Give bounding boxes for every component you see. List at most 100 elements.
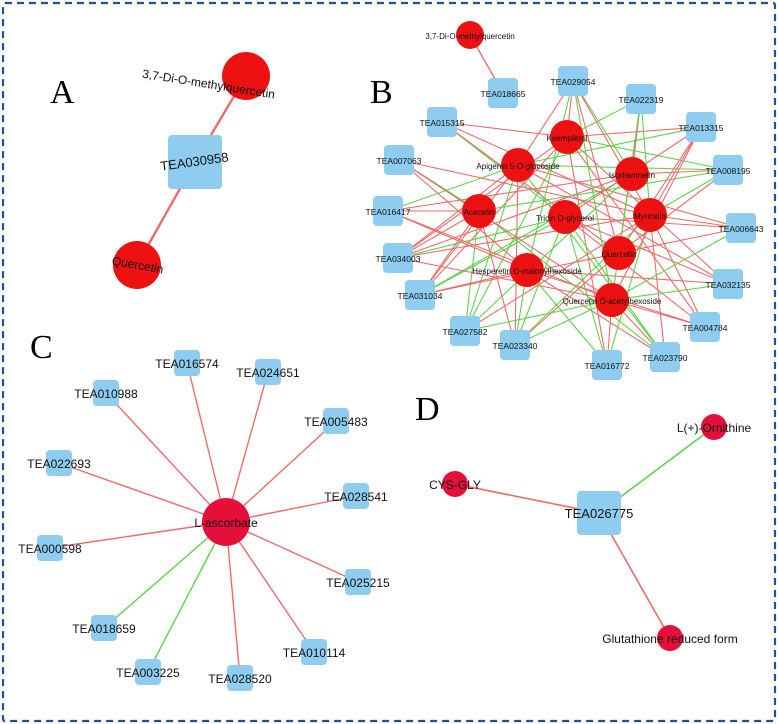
- panel-c-hub-label: L-ascorbate: [194, 516, 258, 530]
- panel-b-metabolite-label: Quercetin O-acetylhexoside: [563, 297, 662, 306]
- panel-b-edge: [397, 216, 566, 259]
- panel-c-hub-node: [202, 498, 250, 546]
- panel-b-gene-node: [592, 350, 622, 380]
- panel-c-gene-node: [255, 359, 281, 385]
- panel-c-gene-label: TEA025215: [326, 576, 390, 590]
- panel-b-metabolite-node: [510, 253, 544, 287]
- panel-c-gene-node: [323, 408, 349, 434]
- panel-b-gene-node: [373, 196, 403, 226]
- panel-b-gene-label: TEA023790: [643, 353, 688, 363]
- panel-c-edge: [103, 521, 227, 629]
- panel-b-edge: [566, 136, 729, 171]
- panel-b-edge: [572, 80, 651, 216]
- panel-c-gene-node: [301, 639, 327, 665]
- panel-b-edge: [514, 216, 566, 346]
- panel-c-edge: [225, 420, 337, 523]
- panel-b-gene-node: [713, 155, 743, 185]
- panel-c-gene-node: [93, 380, 119, 406]
- panel-b-edge: [640, 98, 651, 216]
- panel-b-edge: [397, 214, 651, 259]
- panel-c-gene-label: TEA028520: [208, 672, 272, 686]
- panel-b-metabolite-label: Quercetin: [602, 250, 637, 259]
- edge-layer: [49, 34, 742, 679]
- panel-b-metabolite-node: [462, 194, 496, 228]
- panel-b-edge: [387, 210, 613, 301]
- panel-b-gene-label: TEA034003: [376, 254, 421, 264]
- panel-b-gene-node: [558, 66, 588, 96]
- panel-c-gene-node: [174, 350, 200, 376]
- panel-b-edge: [514, 252, 620, 346]
- panel-b-edge: [566, 126, 702, 138]
- panel-b-metabolite-node: [602, 236, 636, 270]
- panel-b-gene-node: [488, 78, 518, 108]
- panel-b-gene-node: [713, 269, 743, 299]
- panel-c-edge: [147, 521, 227, 673]
- panel-b-edge: [441, 121, 620, 254]
- panel-b-gene-label: TEA015315: [420, 118, 465, 128]
- panel-b-gene-label: TEA013315: [679, 123, 724, 133]
- panel-b-gene-label: TEA023340: [493, 341, 538, 351]
- panel-c-gene-node: [91, 615, 117, 641]
- panel-letter-c: C: [30, 329, 53, 366]
- panel-c-gene-label: TEA028541: [324, 490, 388, 504]
- panel-c-gene-label: TEA024651: [236, 366, 300, 380]
- panel-b-edge: [526, 80, 574, 271]
- panel-b-metabolite-node: [595, 283, 629, 317]
- panel-b-gene-node: [427, 107, 457, 137]
- panel-d-metabolite-label: L(+)-Ornithine: [677, 421, 752, 435]
- panel-d-edge: [454, 483, 600, 514]
- panel-b-edge: [526, 269, 729, 285]
- panel-b-gene-label: TEA007063: [377, 156, 422, 166]
- panel-c-gene-node: [37, 535, 63, 561]
- panel-b-edge: [464, 299, 613, 332]
- panel-c-edge: [225, 521, 241, 679]
- panel-b-edge: [564, 216, 608, 366]
- panel-b-gene-node: [384, 145, 414, 175]
- panel-b-edge: [397, 173, 633, 259]
- panel-b-metabolite-label: Kaempferol: [547, 134, 588, 143]
- panel-b-edge: [514, 299, 613, 346]
- panel-c-gene-label: TEA010988: [74, 387, 138, 401]
- panel-b-edge: [618, 126, 702, 254]
- panel-b-metabolite-node: [550, 120, 584, 154]
- panel-b-gene-node: [726, 213, 756, 243]
- panel-b-edge: [441, 121, 651, 216]
- panel-c-gene-label: TEA016574: [155, 357, 219, 371]
- panel-b-edge: [398, 159, 613, 301]
- panel-b-gene-node: [383, 243, 413, 273]
- panel-b-gene-label: TEA022319: [619, 95, 664, 105]
- panel-b-edge: [441, 121, 568, 138]
- panel-letter-b: B: [370, 74, 393, 111]
- panel-b-metabolite-label: Apigenin 5-O-glucoside: [476, 162, 560, 171]
- panel-b-edge: [387, 210, 528, 271]
- panel-b-gene-label: TEA008195: [706, 166, 751, 176]
- panel-b-metabolite-label: Hesperetin O-malonylhexoside: [472, 267, 582, 276]
- panel-b-gene-label: TEA027582: [443, 327, 488, 337]
- panel-c-gene-node: [135, 659, 161, 685]
- panel-b-edge: [572, 80, 613, 301]
- panel-b-gene-label: TEA018665: [481, 89, 526, 99]
- panel-b-metabolite-node: [501, 148, 535, 182]
- panel-c-edge: [225, 371, 269, 523]
- panel-b-edge: [419, 216, 566, 296]
- panel-b-gene-label: TEA029054: [551, 77, 596, 87]
- panel-b-gene-node: [626, 84, 656, 114]
- panel-a-gene-node: [168, 135, 222, 189]
- panel-b-edge: [517, 126, 702, 166]
- panel-b-edge: [387, 173, 633, 212]
- panel-b-edge: [572, 80, 620, 254]
- panel-d-metabolite-node: [701, 414, 727, 440]
- panel-d-hub-label: TEA026775: [565, 506, 634, 521]
- panel-b-edge: [564, 216, 706, 328]
- panel-b-metabolite-label: Myricetin: [634, 212, 666, 221]
- panel-d-metabolite-label: Glutathione reduced form: [602, 632, 737, 646]
- panel-b-gene-node: [650, 342, 680, 372]
- panel-b-edge: [464, 210, 480, 332]
- panel-c-gene-node: [46, 450, 72, 476]
- panel-c-gene-label: TEA000598: [18, 542, 82, 556]
- panel-b-gene-node: [500, 330, 530, 360]
- panel-a-metabolite-node: [113, 241, 161, 289]
- panel-c-edge: [105, 392, 227, 523]
